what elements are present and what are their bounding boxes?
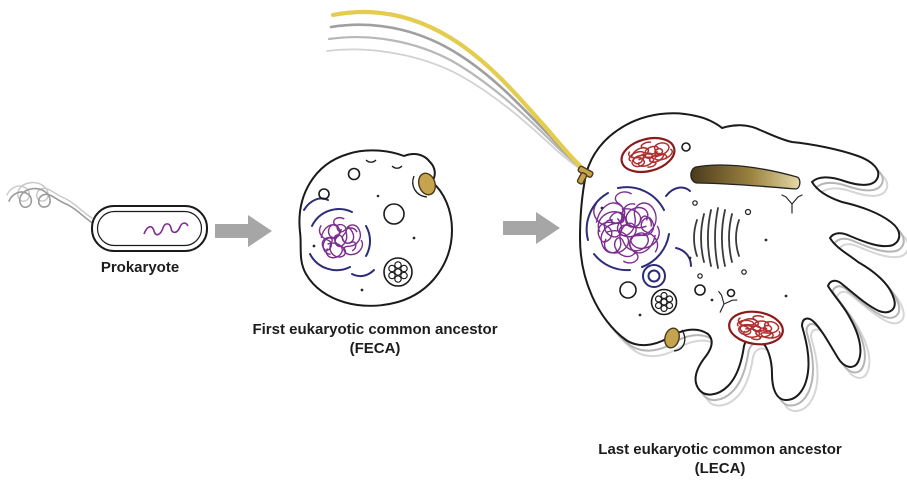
- leca-cell: [326, 10, 907, 413]
- leca-mitochondrion-2: [728, 310, 784, 346]
- feca-speck: [376, 194, 380, 198]
- leca-endosymbiont: [664, 327, 680, 349]
- feca-membrane-mark: [365, 159, 377, 163]
- leca-label-line2: (LECA): [694, 460, 746, 477]
- feca-speck: [360, 288, 364, 292]
- leca-speck: [600, 206, 604, 210]
- leca-speck: [688, 256, 692, 260]
- feca-label-line2: (FECA): [349, 340, 401, 357]
- leca-basal-body: [576, 165, 594, 185]
- leca-vesicle: [619, 281, 637, 299]
- prokaryote-outer-membrane: [91, 205, 208, 252]
- leca-vesicle: [681, 142, 691, 152]
- leca-nuclear-envelope-arc: [593, 253, 631, 272]
- leca-vesicle: [694, 284, 706, 296]
- leca-vesicle-cluster: [650, 288, 678, 316]
- feca-label: First eukaryotic common ancestor (FECA): [222, 320, 528, 358]
- leca-speck: [638, 313, 642, 317]
- prokaryote-cell: [6, 181, 208, 252]
- leca-nuclear-envelope-arc: [617, 186, 665, 211]
- feca-membrane-mark: [391, 165, 403, 169]
- leca-label: Last eukaryotic common ancestor (LECA): [565, 440, 875, 478]
- feca-nuclear-envelope-arc: [309, 253, 351, 272]
- feca-speck: [312, 244, 316, 248]
- leca-speck: [784, 294, 788, 298]
- leca-er-fragment: [675, 247, 692, 267]
- feca-nuclear-envelope-arc: [311, 208, 353, 227]
- feca-membrane-pocket: [412, 175, 428, 198]
- leca-er-fragment: [665, 186, 691, 197]
- leca-nuclear-envelope-arc: [641, 233, 670, 268]
- feca-endosymbiont: [417, 172, 437, 196]
- leca-label-line1: Last eukaryotic common ancestor: [598, 441, 842, 458]
- evolution-arrow-1-icon: [215, 215, 272, 247]
- leca-mitochondrion-1: [620, 135, 676, 174]
- feca-speck: [412, 236, 416, 240]
- prokaryote-inner-membrane: [96, 210, 203, 247]
- prokaryote-nucleoid-dna: [143, 222, 189, 236]
- feca-vesicle: [347, 167, 361, 181]
- leca-membrane-rings: [642, 264, 666, 288]
- leca-speck: [764, 238, 768, 242]
- prokaryote-flagellum-icon: [8, 187, 95, 225]
- prokaryote-label: Prokaryote: [100, 259, 180, 276]
- feca-vesicle: [383, 203, 405, 225]
- prokaryote-flagellum-echo-icon: [6, 181, 93, 219]
- feca-vesicle-cluster: [383, 257, 413, 287]
- leca-golgi: [692, 200, 752, 279]
- leca-membrane-pocket: [673, 329, 686, 352]
- leca-nuclear-envelope-arc: [585, 192, 609, 241]
- leca-nucleus: [585, 186, 692, 272]
- feca-cell: [298, 149, 453, 307]
- leca-vesicle: [726, 288, 736, 298]
- leca-flagellum-icon: [326, 10, 587, 173]
- feca-er-fragment: [351, 269, 375, 278]
- feca-nuclear-envelope-arc: [365, 225, 371, 257]
- leca-feeding-channel: [690, 164, 801, 190]
- feca-vesicle: [318, 188, 330, 200]
- evolution-arrow-2-icon: [503, 212, 560, 244]
- feca-label-line1: First eukaryotic common ancestor: [252, 321, 498, 338]
- leca-speck: [710, 298, 714, 302]
